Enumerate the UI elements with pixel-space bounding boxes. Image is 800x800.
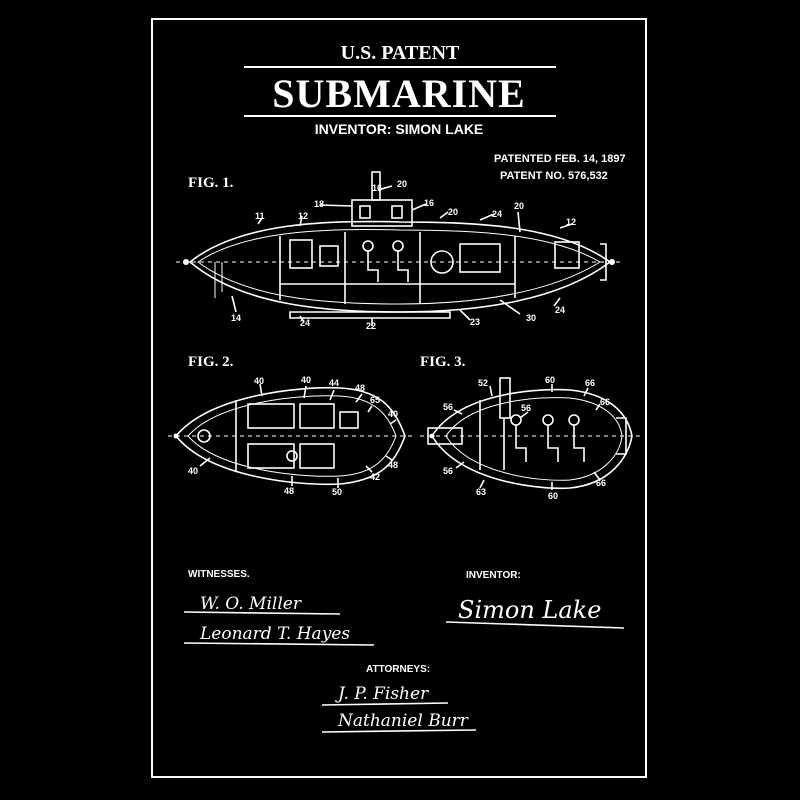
page-title: SUBMARINE: [272, 71, 526, 116]
witnesses-label: WITNESSES.: [188, 569, 250, 580]
fig1-stern-point: [609, 259, 615, 265]
fig3-callout: 66: [596, 478, 607, 488]
fig3-bow-point: [429, 433, 435, 439]
fig2-label: FIG. 2.: [188, 354, 234, 370]
fig1-callout: 16: [424, 198, 435, 208]
fig1-callout: 23: [470, 317, 481, 327]
fig3-callout: 56: [443, 402, 454, 412]
fig1-callout: 22: [366, 321, 377, 331]
fig1-callout: 12: [566, 217, 577, 227]
fig3-callout: 56: [521, 403, 532, 413]
fig3-callout: 63: [476, 487, 487, 497]
witness-1-rule: [183, 611, 341, 615]
fig2-callout: 40: [388, 409, 399, 419]
title-rule-top: [244, 66, 556, 68]
fig1-callout: 24: [555, 305, 566, 315]
fig3-callout: 66: [600, 397, 611, 407]
title-rule-bottom: [244, 115, 556, 117]
fig3-callout: 56: [443, 466, 454, 476]
fig2-callout: 65: [370, 395, 381, 405]
fig2-callout: 50: [332, 487, 343, 497]
fig1-callout: 16: [372, 183, 383, 193]
attorney-1-rule: [321, 702, 449, 706]
fig2-callout: 48: [355, 383, 366, 393]
fig1-callout: 12: [298, 211, 309, 221]
inventor-signature: Simon Lake: [458, 596, 602, 624]
fig2-callout: 42: [370, 472, 381, 482]
attorney-2-rule: [321, 729, 477, 733]
fig1-callout: 20: [397, 179, 408, 189]
fig3-callout: 60: [545, 375, 556, 385]
fig1-callout: 18: [314, 199, 325, 209]
fig1-callout: 30: [526, 313, 537, 323]
fig2-plan-drawing: [168, 383, 412, 488]
fig1-callout: 20: [448, 207, 459, 217]
inventor-rule: [445, 621, 625, 629]
witness-signature: Leonard T. Hayes: [200, 624, 351, 644]
fig3-section-drawing: [420, 377, 640, 490]
fig1-callout: 14: [231, 313, 242, 323]
fig2-callout: 40: [301, 375, 312, 385]
fig1-label: FIG. 1.: [188, 175, 234, 191]
inventor-label: INVENTOR:: [466, 570, 521, 581]
fig2-callout: 48: [388, 460, 399, 470]
fig1-callout: 24: [300, 318, 311, 328]
fig2-callout: 44: [329, 378, 340, 388]
fig3-callout: 66: [585, 378, 596, 388]
poster-frame: [151, 18, 647, 778]
fig3-callout: 60: [548, 491, 559, 501]
fig2-callout: 48: [284, 486, 295, 496]
fig3-callout: 52: [478, 378, 489, 388]
attorney-signature: Nathaniel Burr: [338, 711, 468, 731]
witness-signature: W. O. Miller: [200, 594, 301, 614]
patent-number: PATENT NO. 576,532: [500, 170, 608, 182]
fig1-submarine-drawing: [176, 171, 624, 326]
fig1-bow-point: [183, 259, 189, 265]
fig1-callout: 20: [514, 201, 525, 211]
attorney-signature: J. P. Fisher: [338, 684, 429, 704]
witness-2-rule: [183, 642, 375, 646]
patented-date: PATENTED FEB. 14, 1897: [494, 153, 626, 165]
inventor-line: INVENTOR: SIMON LAKE: [314, 121, 484, 137]
fig2-bow-point: [173, 433, 179, 439]
fig2-callout: 40: [254, 376, 265, 386]
fig3-label: FIG. 3.: [420, 354, 466, 370]
patent-label: U.S. PATENT: [340, 42, 460, 64]
fig1-callout: 24: [492, 209, 503, 219]
attorneys-label: ATTORNEYS:: [366, 664, 431, 675]
fig1-callout: 11: [255, 211, 265, 221]
fig2-callout: 40: [188, 466, 199, 476]
